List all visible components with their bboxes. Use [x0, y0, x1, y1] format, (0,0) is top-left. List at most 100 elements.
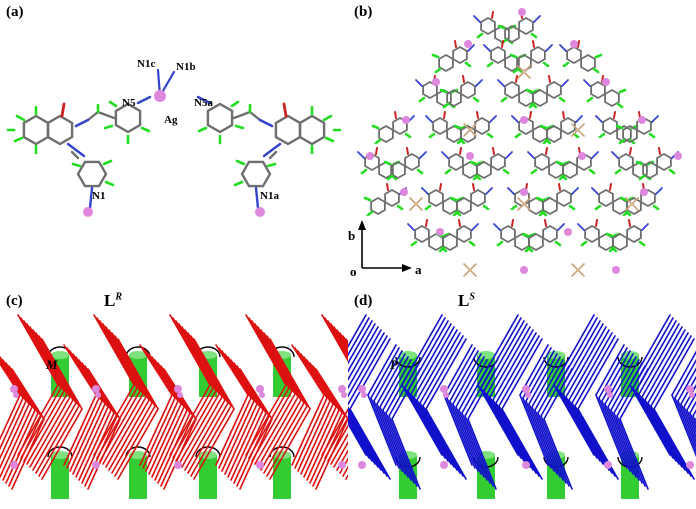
hydrogen-atom	[562, 61, 570, 68]
packing-carbonyl	[548, 75, 551, 83]
packing-carbonyl	[406, 147, 409, 155]
framework-strand	[63, 394, 97, 466]
framework-strand	[190, 405, 232, 477]
packing-carbonyl	[658, 147, 661, 155]
framework-strand	[674, 358, 696, 399]
packing-ring	[566, 45, 582, 65]
hydrogen-atom	[594, 53, 603, 59]
hydrogen-atom	[615, 124, 624, 130]
framework-strand	[379, 356, 409, 408]
framework-strand	[519, 394, 549, 466]
framework-strand	[324, 317, 348, 360]
framework-strand	[543, 418, 573, 490]
silver-atom	[638, 116, 646, 124]
framework-strand	[218, 397, 252, 469]
hydrogen-atom	[104, 180, 115, 187]
packing-carbonyl	[462, 75, 465, 83]
packing-ring	[562, 160, 578, 180]
framework-strand	[78, 409, 112, 481]
silver-node	[338, 461, 346, 469]
framework-strand	[151, 356, 185, 408]
packing-carbonyl	[386, 183, 389, 191]
packing-bond	[583, 79, 591, 87]
framework-strand	[419, 332, 461, 404]
packing-ring	[590, 80, 606, 100]
packing-ring	[452, 45, 468, 65]
framework-strand	[300, 353, 334, 405]
framework-strand	[528, 353, 558, 405]
anion-center	[522, 202, 526, 206]
packing-carbonyl	[544, 219, 547, 227]
framework-strand	[187, 402, 229, 474]
packing-bond	[415, 79, 423, 87]
ligand-s-sup: S	[469, 291, 475, 303]
framework-strand	[11, 418, 45, 490]
framework-strand	[184, 329, 226, 401]
silver-atom	[520, 266, 528, 274]
hydrogen-atom	[13, 136, 24, 143]
packing-ring	[584, 224, 600, 244]
packing-ring	[428, 188, 444, 208]
framework-strand	[105, 396, 147, 468]
hydrogen-atom	[558, 174, 566, 181]
packing-ring	[364, 152, 380, 172]
framework-strand	[501, 338, 543, 410]
hydrogen-atom	[524, 246, 532, 253]
framework-strand	[641, 326, 683, 398]
framework-strand	[339, 457, 348, 474]
framework-strand	[108, 329, 150, 401]
hydrogen-atom	[568, 204, 576, 211]
framework-strand	[443, 344, 473, 396]
framework-strand	[348, 335, 388, 406]
framework-strand	[577, 338, 619, 410]
framework-strand	[84, 365, 118, 417]
framework-strand	[269, 338, 311, 410]
label-n1b: N1b	[176, 61, 196, 73]
framework-strand	[686, 392, 696, 411]
framework-strand	[483, 320, 525, 392]
packing-ring	[432, 116, 448, 136]
hydrogen-atom	[404, 132, 412, 139]
framework-strand	[333, 326, 348, 354]
framework-strand	[5, 362, 39, 414]
hydrogen-atom	[103, 124, 114, 130]
packing-bond	[575, 115, 583, 123]
hydrogen-atom	[652, 204, 660, 211]
framework-strand	[416, 399, 458, 471]
hydrogen-atom	[525, 88, 534, 94]
hydrogen-atom	[616, 102, 624, 109]
packing-bond	[475, 79, 483, 87]
packing-carbonyl	[443, 111, 446, 119]
packing-bond	[441, 151, 449, 159]
packing-carbonyl	[629, 147, 632, 155]
framework-strand	[348, 410, 382, 471]
framework-strand	[17, 314, 59, 386]
anion-center	[468, 128, 472, 132]
packing-bond	[471, 223, 479, 231]
packing-carbonyl	[425, 219, 428, 227]
framework-strand	[248, 317, 290, 389]
framework-strand	[348, 314, 367, 349]
packing-ring	[500, 224, 516, 244]
hydrogen-atom	[371, 124, 380, 130]
silver-node	[174, 385, 182, 393]
packing-bond	[533, 15, 541, 23]
framework-strand	[416, 329, 458, 401]
n-ag-bond	[254, 186, 260, 210]
hydrogen-atom	[108, 100, 118, 108]
silver-atom	[520, 188, 528, 196]
framework-strand	[495, 332, 537, 404]
hydrogen-atom	[542, 138, 550, 145]
framework-strand	[87, 368, 121, 420]
framework-strand	[66, 397, 100, 469]
packing-ring	[542, 196, 558, 216]
framework-strand	[99, 320, 141, 392]
packing-ring	[622, 124, 638, 144]
framework-strand	[568, 399, 610, 471]
packing-carbonyl	[545, 147, 548, 155]
label-n1: N1	[92, 190, 105, 202]
benzo-ring	[22, 114, 50, 146]
framework-strand	[29, 326, 71, 398]
helical-channel	[199, 455, 217, 499]
framework-strand	[306, 359, 340, 411]
